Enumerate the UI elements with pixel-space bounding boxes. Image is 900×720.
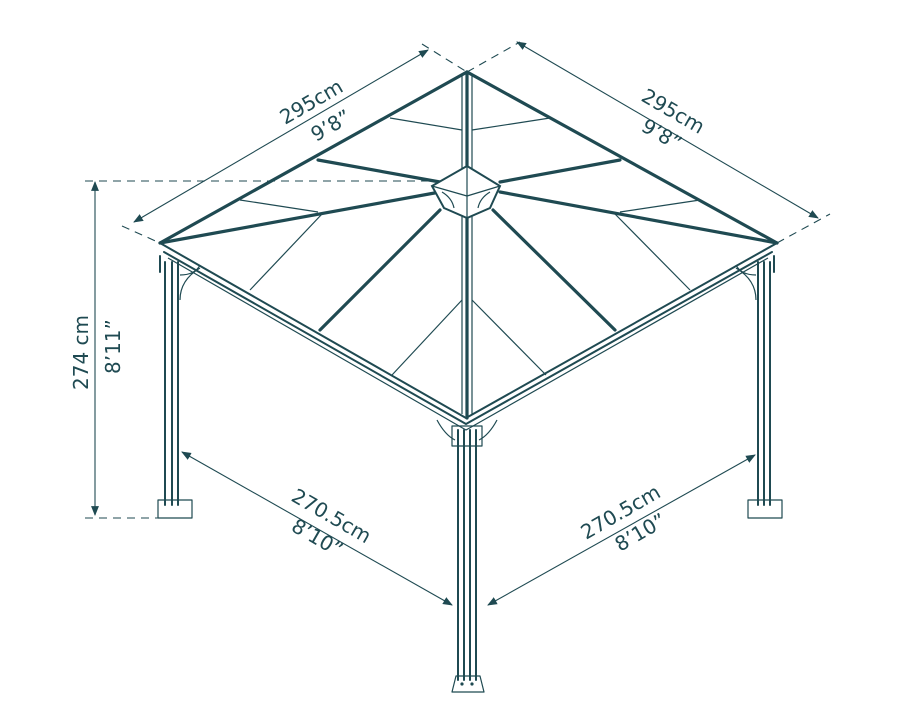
dim-roof-left [133,49,429,223]
dim-base-right [487,454,756,606]
roof-hub [430,164,502,220]
dim-roof-right [516,41,819,219]
height-metric: 274 cm [69,315,93,390]
posts [157,255,783,693]
front-post [436,419,498,693]
dim-base-left [181,451,453,606]
right-post [735,255,783,519]
dimension-lines [85,41,831,606]
height-imperial: 8’11” [101,319,125,374]
left-post [157,255,201,519]
